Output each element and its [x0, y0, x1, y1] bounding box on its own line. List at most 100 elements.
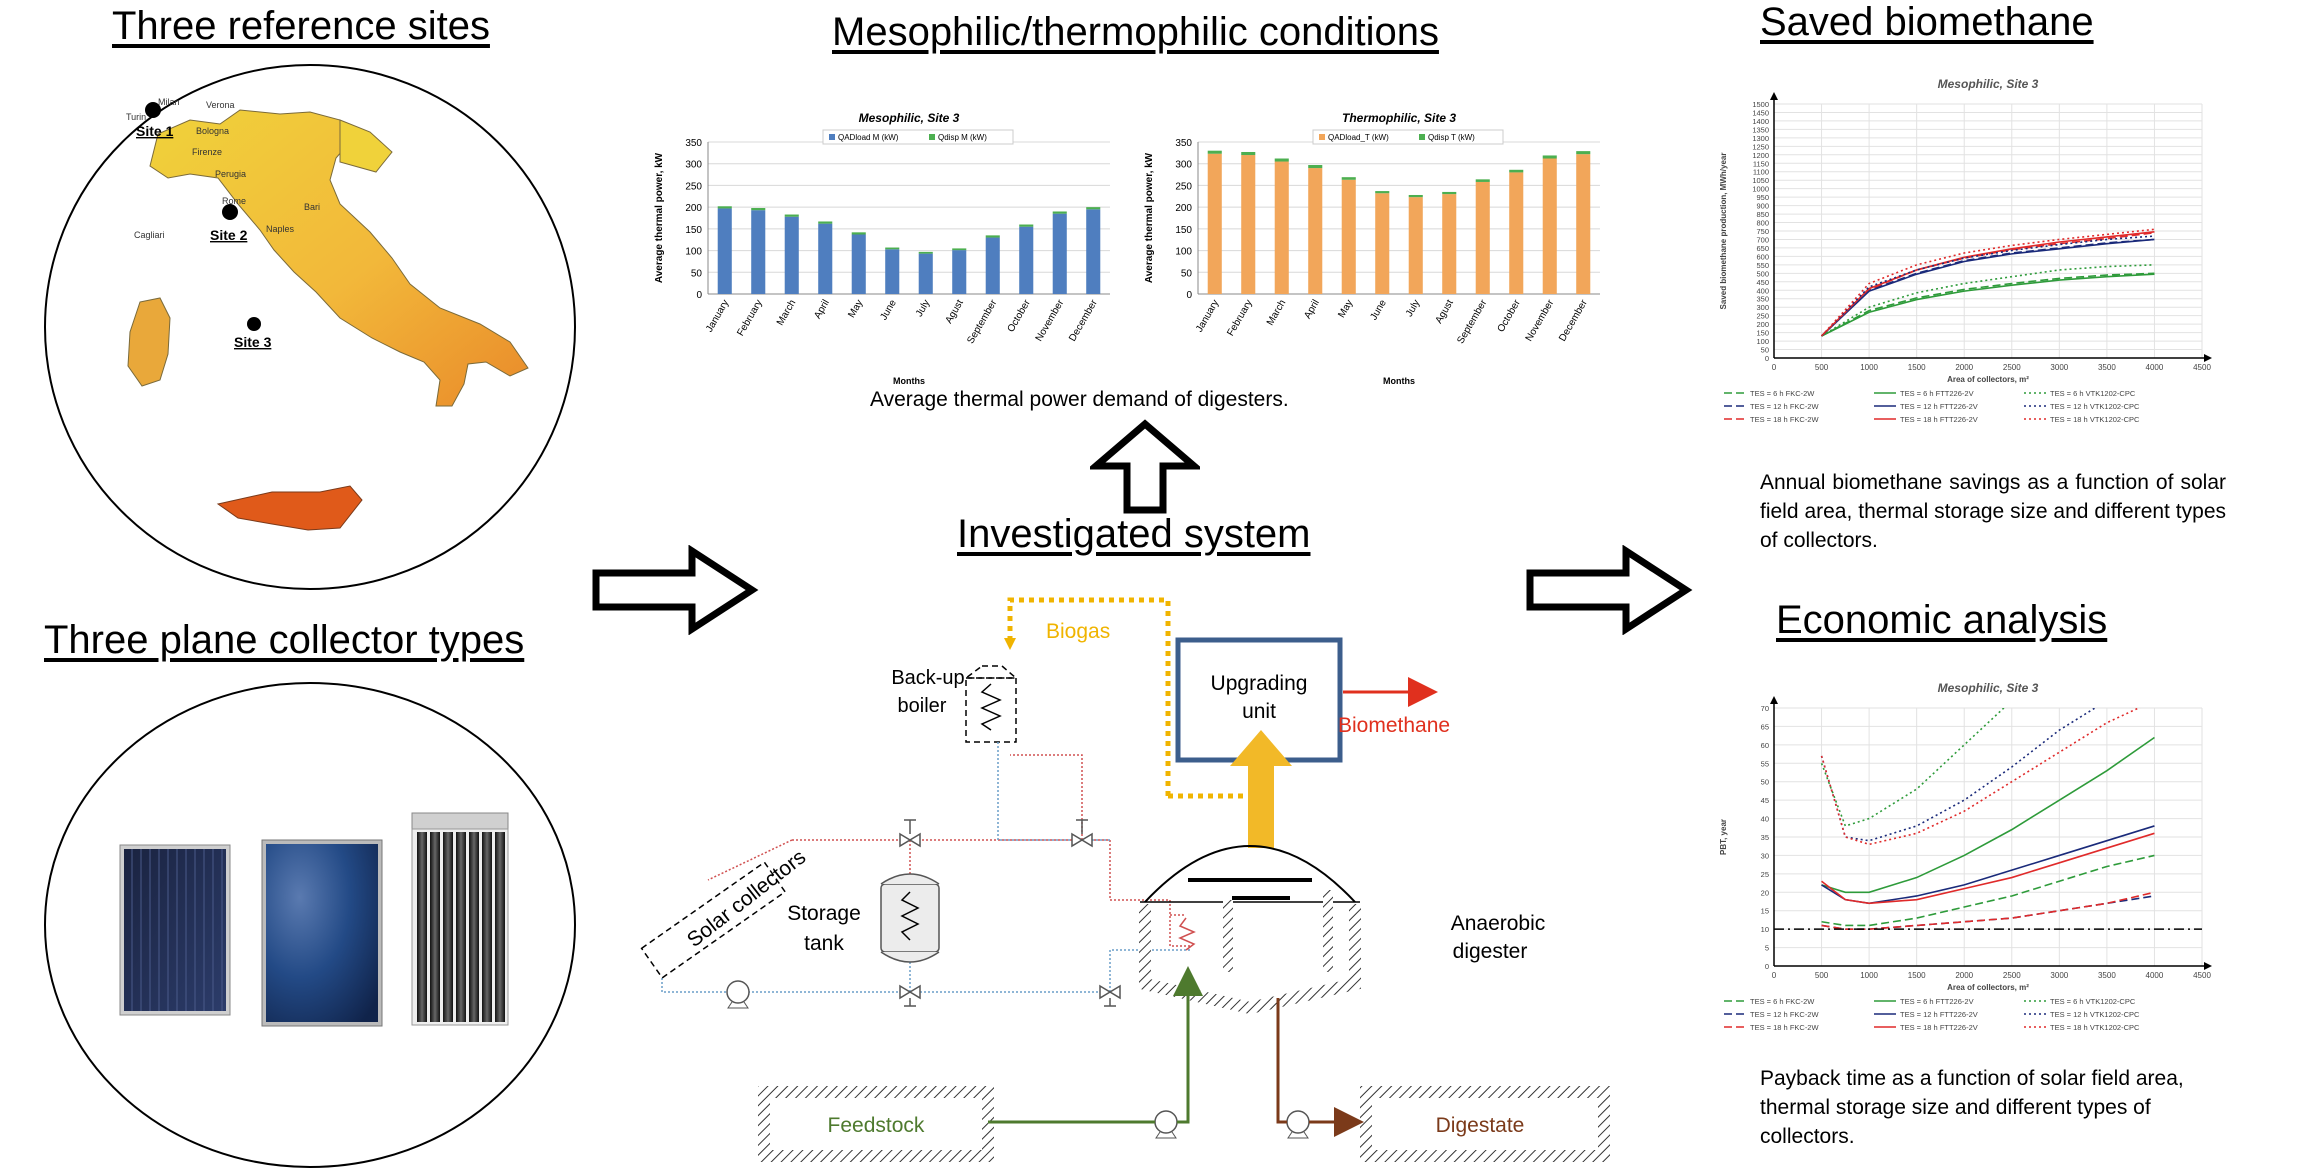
bar-qadload-m-kw-: [784, 216, 799, 294]
y-tick-label: 200: [1756, 320, 1769, 329]
y-tick-label: 1350: [1752, 125, 1769, 134]
legend-entry: Qdisp T (kW): [1428, 133, 1475, 142]
y-tick-label: 850: [1756, 210, 1769, 219]
city-label: Verona: [206, 100, 235, 110]
legend-entry: TES = 6 h FKC-2W: [1750, 997, 1815, 1006]
x-tick-label: 500: [1815, 971, 1829, 980]
x-tick-label: 3000: [2050, 971, 2068, 980]
legend-entry: TES = 18 h VTK1202-CPC: [2050, 415, 2140, 424]
pump-solar: [726, 980, 750, 1009]
y-tick-label: 950: [1756, 193, 1769, 202]
y-tick-label: 750: [1756, 227, 1769, 236]
pump-digestate: [1286, 1110, 1310, 1139]
bar-qdisp: [1542, 155, 1557, 159]
series-group: [1820, 228, 2155, 337]
x-tick-label: 2500: [2003, 363, 2021, 372]
y-tick-label: 65: [1761, 722, 1769, 731]
backup-boiler: [965, 677, 1017, 743]
city-label: Bari: [304, 202, 320, 212]
y-tick-label: 350: [1756, 295, 1769, 304]
bar-qdisp: [1475, 179, 1490, 182]
y-tick-label: 1050: [1752, 176, 1769, 185]
line-tes-18-h-ftt226-2v: [1820, 231, 2155, 337]
legend-entry: QADload M (kW): [838, 133, 899, 142]
bar-qadload-m-kw-: [818, 223, 833, 294]
x-tick-label: 2500: [2003, 971, 2021, 980]
bar-qadload-m-kw-: [918, 253, 933, 294]
feedstock-box: [758, 1086, 994, 1162]
y-tick-label: 1000: [1752, 185, 1769, 194]
flat-plate-collector-2: [261, 839, 383, 1027]
y-tick-label: 300: [1175, 160, 1192, 171]
flat-plate-collector-1: [119, 844, 231, 1016]
y-tick-label: 300: [1756, 303, 1769, 312]
y-tick-label: 200: [685, 203, 702, 214]
bar-qadload_t-kw-: [1341, 179, 1356, 294]
y-tick-label: 550: [1756, 261, 1769, 270]
bar-qadload_t-kw-: [1542, 158, 1557, 294]
y-tick-label: 200: [1175, 203, 1192, 214]
bar-qadload-m-kw-: [717, 208, 732, 294]
map-circle: [44, 64, 576, 590]
y-tick-label: 150: [685, 225, 702, 236]
line-tes-6-h-fkc-2w: [1821, 272, 2155, 337]
feedstock-label: Feedstock: [828, 1114, 925, 1137]
valves: [899, 819, 1121, 1007]
bar-qdisp: [1375, 191, 1390, 194]
header-system: Investigated system: [957, 512, 1311, 556]
saved-biomethane-chart: Mesophilic, Site 30501001502002503003504…: [1708, 74, 2228, 434]
bar-qadload_t-kw-: [1576, 154, 1591, 294]
legend-swatch: [1419, 134, 1425, 140]
y-tick-label: 1200: [1752, 151, 1769, 160]
bar-qdisp: [918, 251, 933, 254]
y-axis-label: PBT, year: [1719, 819, 1728, 855]
city-label: Rome: [222, 196, 246, 206]
line-tes-6-h-fkc-2w: [1821, 854, 2155, 927]
legend-entry: TES = 6 h VTK1202-CPC: [2050, 997, 2136, 1006]
y-tick-label: 1500: [1752, 100, 1769, 109]
mesophilic-bar-chart: Mesophilic, Site 3050100150200250300350J…: [650, 108, 1120, 388]
y-axis-arrowhead: [1770, 92, 1778, 100]
line-tes-12-h-ftt226-2v: [1821, 238, 2155, 337]
storage-label-2: tank: [804, 932, 844, 955]
right-arrow-right: [1526, 545, 1693, 635]
y-tick-label: 1450: [1752, 108, 1769, 117]
y-tick-label: 250: [1756, 312, 1769, 321]
biogas-line: [1007, 597, 1171, 796]
x-tick-label: 2000: [1955, 363, 1973, 372]
legend: QADload_T (kW)Qdisp T (kW): [1312, 129, 1504, 145]
storage-label-1: Storage: [787, 902, 861, 925]
line-tes-18-h-ftt226-2v: [1821, 832, 2155, 905]
y-tick-label: 900: [1756, 202, 1769, 211]
y-tick-label: 45: [1761, 796, 1769, 805]
y-tick-label: 450: [1756, 278, 1769, 287]
city-label: Bologna: [196, 126, 229, 136]
x-tick-label: 500: [1815, 363, 1829, 372]
y-tick-label: 1100: [1753, 168, 1769, 177]
city-label: Firenze: [192, 147, 222, 157]
y-tick-label: 50: [1761, 346, 1769, 355]
bar-qadload-m-kw-: [952, 250, 967, 294]
bar-qdisp: [985, 235, 1000, 238]
bar-qdisp: [1274, 158, 1289, 162]
line-tes-18-h-fkc-2w: [1821, 891, 2155, 930]
legend-box: [1312, 129, 1504, 145]
anaerobic-label-1: Anaerobic: [1451, 912, 1546, 935]
bar-qadload_t-kw-: [1375, 193, 1390, 294]
y-tick-label: 700: [1756, 235, 1769, 244]
x-tick-label: 1000: [1860, 971, 1878, 980]
header-sites: Three reference sites: [112, 4, 490, 48]
bar-qadload_t-kw-: [1475, 181, 1490, 294]
city-label: Turin: [126, 112, 146, 122]
bar-qadload-m-kw-: [851, 234, 866, 294]
legend-entry: TES = 12 h FKC-2W: [1750, 402, 1819, 411]
header-collectors: Three plane collector types: [44, 618, 525, 662]
bar-qdisp: [1207, 150, 1222, 154]
x-tick-label: 3000: [2050, 363, 2068, 372]
legend-entry: TES = 12 h FKC-2W: [1750, 1010, 1819, 1019]
chart-title: Mesophilic, Site 3: [859, 111, 960, 125]
city-label: Cagliari: [134, 230, 165, 240]
x-tick-label: 1000: [1860, 363, 1878, 372]
thermophilic-bar-chart: Thermophilic, Site 305010015020025030035…: [1140, 108, 1610, 388]
line-tes-12-h-vtk1202-cpc: [1820, 708, 2097, 842]
